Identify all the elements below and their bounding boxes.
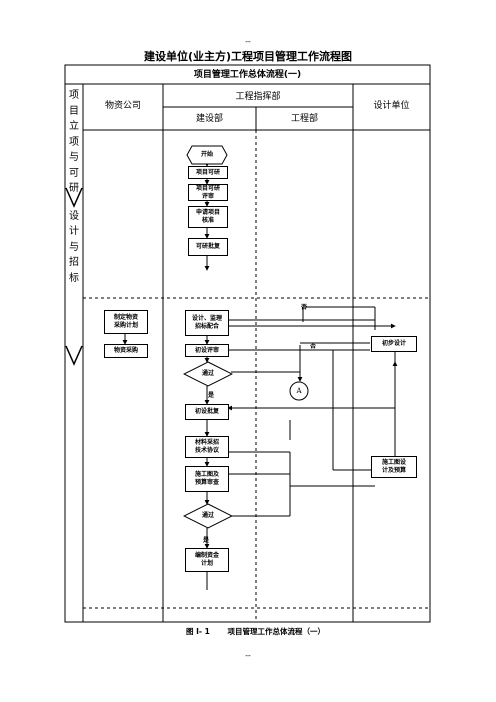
- apply-approval-box: 申请项目 核准: [188, 206, 228, 228]
- feasibility-approval-box: 可研批复: [188, 238, 228, 256]
- phase-char: 目: [69, 105, 79, 117]
- pass1-label: 通过: [201, 370, 214, 377]
- box-line: 施工图及: [194, 471, 219, 478]
- phase-char: 设: [69, 210, 79, 222]
- figure-caption: 图 I- 1 项目管理工作总体流程（一）: [186, 627, 325, 636]
- phase-char: 招: [69, 257, 79, 268]
- material-plan-box: 制定物资 采购计划: [104, 310, 148, 334]
- yes2-label: 是: [203, 537, 210, 544]
- phase-char: 立: [69, 121, 79, 132]
- box-line: 设计、监理: [191, 315, 222, 322]
- box-line: 采购计划: [113, 322, 138, 329]
- material-purchase-box: 物资采购: [104, 344, 148, 358]
- phase-label: 项 目 立 项 与 可 研 设 计 与 招 标: [68, 88, 80, 286]
- phase-char: 研: [69, 183, 79, 194]
- phase-char: 标: [69, 272, 79, 284]
- phase-char: 与: [69, 241, 79, 253]
- construction-review-box: 施工图及 预算审查: [185, 466, 229, 492]
- pass2-diamond: [183, 503, 233, 529]
- box-line: 材料采招: [194, 439, 219, 446]
- design-supervision-box: 设计、监理 招标配合: [185, 310, 229, 336]
- phase-char: 项: [69, 136, 79, 148]
- page-title: 建设单位(业主方)工程项目管理工作流程图: [143, 50, 353, 63]
- column-engineering: 工程部: [290, 114, 318, 124]
- column-construction: 建设部: [195, 114, 223, 124]
- column-materials: 物资公司: [104, 101, 141, 111]
- box-line: 招标配合: [194, 323, 219, 330]
- start-node: [186, 145, 228, 165]
- box-line: 施工图设: [381, 459, 406, 466]
- connector-a-circle: [289, 381, 309, 401]
- no1-label: 否: [301, 304, 308, 311]
- prelim-design-box: 初步设计: [371, 336, 417, 352]
- table-header: 项目管理工作总体流程(一): [193, 70, 302, 80]
- box-line: 可研批复: [195, 243, 220, 250]
- box-line: 核准: [201, 217, 214, 224]
- column-command: 工程指挥部: [235, 92, 281, 102]
- start-label: 开始: [200, 151, 213, 158]
- pass2-label: 通过: [201, 512, 214, 519]
- no2-label: 否: [310, 343, 317, 350]
- box-line: 项目可研: [195, 184, 220, 192]
- pass1-diamond: [183, 361, 233, 387]
- box-line: 评审: [201, 192, 214, 200]
- feasibility-label: 项目可研: [195, 168, 220, 176]
- feasibility-review-box: 项目可研 评审: [188, 184, 228, 201]
- yes1-label: 是: [208, 392, 215, 399]
- box-line: 申请项目: [195, 209, 220, 216]
- box-line: 编制资金: [194, 552, 219, 559]
- phase-gap: [68, 197, 80, 209]
- column-design: 设计单位: [373, 101, 410, 111]
- box-line: 初设评审: [194, 346, 219, 354]
- box-line: 初步设计: [381, 340, 406, 347]
- box-line: 技术协议: [194, 447, 219, 454]
- bottom-page-mark: --: [245, 651, 251, 660]
- phase-char: 项: [69, 90, 79, 101]
- box-line: 计划: [200, 560, 213, 567]
- phase-char: 可: [69, 167, 79, 179]
- prelim-approval-box: 初设批复: [185, 404, 229, 420]
- box-line: 制定物资: [113, 314, 138, 321]
- box-line: 物资采购: [113, 347, 138, 354]
- prelim-review-box: 初设评审: [185, 344, 229, 357]
- construction-design-box: 施工图设 计及预算: [371, 456, 417, 478]
- phase-char: 与: [69, 152, 79, 163]
- connector-a-label: A: [296, 387, 302, 395]
- box-line: 计及预算: [381, 467, 406, 474]
- material-tech-box: 材料采招 技术协议: [185, 436, 229, 458]
- box-line: 预算审查: [194, 479, 219, 486]
- phase-char: 计: [69, 226, 79, 237]
- feasibility-box: 项目可研: [188, 166, 228, 179]
- fund-plan-box: 编制资金 计划: [185, 548, 229, 572]
- box-line: 初设批复: [194, 408, 219, 415]
- top-page-mark: --: [245, 37, 251, 46]
